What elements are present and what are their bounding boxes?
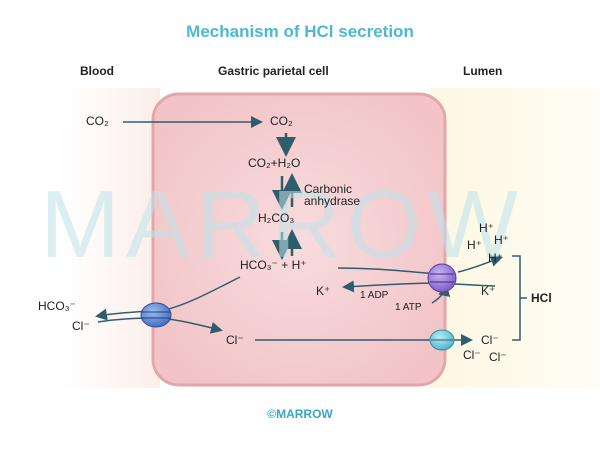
header-cell: Gastric parietal cell xyxy=(218,64,329,78)
label-atp: 1 ATP xyxy=(395,302,422,313)
label-h-lumen-1: H⁺ xyxy=(479,221,494,235)
hk-atpase-pump-icon xyxy=(427,263,457,293)
label-cl-lumen-3: Cl⁻ xyxy=(489,350,507,364)
label-h-lumen-4: H⁺ xyxy=(488,251,503,265)
label-hco3-h: HCO₃⁻ + H⁺ xyxy=(240,258,307,272)
label-hco3-blood: HCO₃⁻ xyxy=(38,299,76,313)
hcl-bracket xyxy=(512,255,527,341)
label-co2-blood: CO₂ xyxy=(86,114,109,128)
blood-region xyxy=(60,88,160,388)
label-co2-h2o: CO₂+H₂O xyxy=(248,156,301,170)
copyright-footer: ©MARROW xyxy=(267,407,333,421)
label-co2-cell: CO₂ xyxy=(270,114,293,128)
label-h2co3: H₂CO₃ xyxy=(258,211,295,225)
label-cl-blood: Cl⁻ xyxy=(72,319,90,333)
chloride-channel-icon xyxy=(429,329,455,351)
header-blood: Blood xyxy=(80,64,114,78)
label-anhydrase: anhydrase xyxy=(304,194,361,208)
diagram-title: Mechanism of HCl secretion xyxy=(186,22,414,41)
label-carbonic: Carbonic xyxy=(304,182,353,196)
lumen-region xyxy=(430,88,600,388)
label-h-lumen-2: H⁺ xyxy=(467,238,482,252)
header-lumen: Lumen xyxy=(463,64,503,78)
watermark: MARROW xyxy=(40,171,524,278)
label-k-lumen: K⁺ xyxy=(481,284,496,298)
label-h-lumen-3: H⁺ xyxy=(494,233,509,247)
anion-exchanger-icon xyxy=(140,302,172,328)
label-k-cell: K⁺ xyxy=(316,284,331,298)
label-hcl: HCl xyxy=(531,291,552,305)
label-cl-cell: Cl⁻ xyxy=(226,333,244,347)
label-cl-lumen-2: Cl⁻ xyxy=(463,348,481,362)
label-cl-lumen-1: Cl⁻ xyxy=(481,333,499,347)
label-adp: 1 ADP xyxy=(360,290,389,301)
arrow-pump-h-out xyxy=(457,255,503,273)
